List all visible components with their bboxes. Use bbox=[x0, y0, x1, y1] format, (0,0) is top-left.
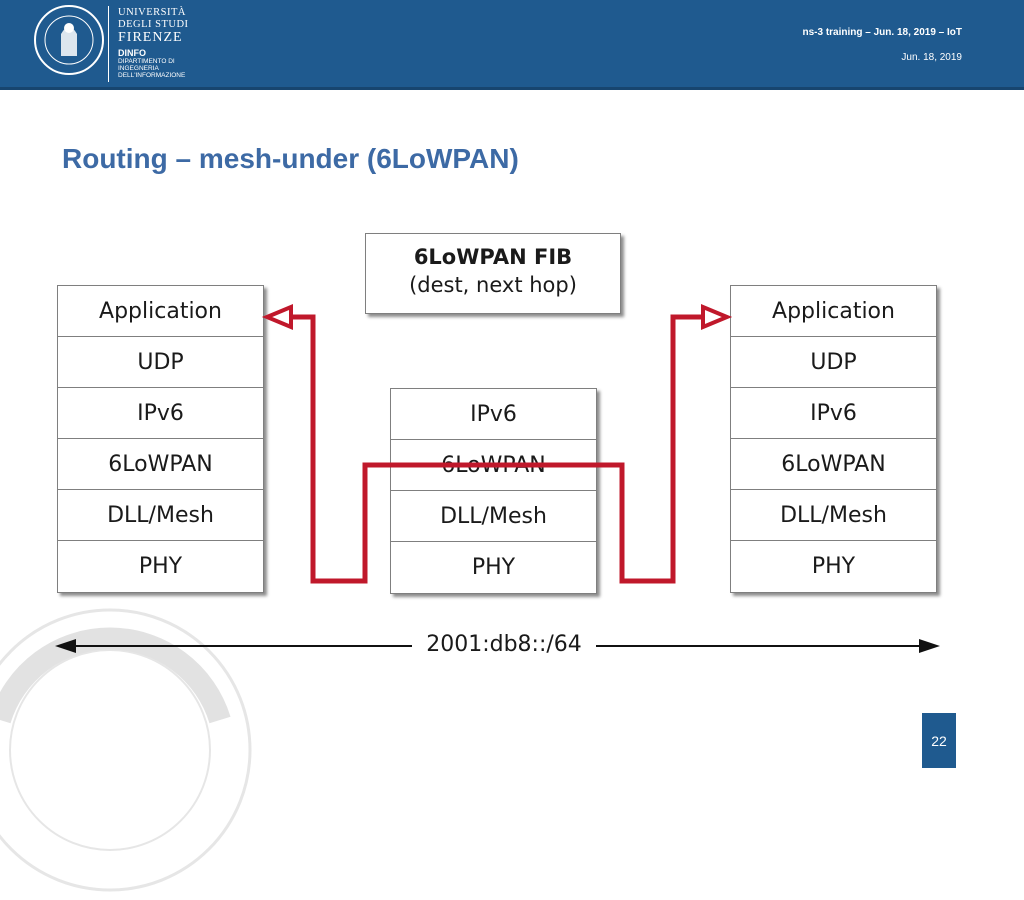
fib-title: 6LoWPAN FIB bbox=[413, 245, 573, 269]
route-arrowhead-left bbox=[261, 304, 293, 330]
layer-udp: UDP bbox=[58, 337, 263, 388]
prefix-arrowhead-left bbox=[55, 639, 76, 653]
university-name-line1: UNIVERSITÀ bbox=[118, 7, 186, 18]
talk-title: ns-3 training – Jun. 18, 2019 – IoT bbox=[802, 27, 963, 38]
layer-dll-mesh: DLL/Mesh bbox=[391, 491, 596, 542]
header-bar: UNIVERSITÀ DEGLI STUDI FIRENZE DINFO DIP… bbox=[0, 0, 1024, 89]
layer-6lowpan: 6LoWPAN bbox=[731, 439, 936, 490]
layer-ipv6: IPv6 bbox=[391, 389, 596, 440]
department-name-line3: DELL'INFORMAZIONE bbox=[118, 72, 186, 79]
layer-application: Application bbox=[58, 286, 263, 337]
stack-left-host: Application UDP IPv6 6LoWPAN DLL/Mesh PH… bbox=[57, 285, 264, 593]
layer-ipv6: IPv6 bbox=[731, 388, 936, 439]
layer-phy: PHY bbox=[471, 555, 516, 580]
layer-ipv6: IPv6 bbox=[58, 388, 263, 439]
stack-right-host: Application UDP IPv6 6LoWPAN DLL/Mesh PH… bbox=[730, 285, 937, 593]
layer-application: Application bbox=[731, 286, 936, 337]
route-arrowhead-right bbox=[701, 304, 733, 330]
page-number: 22 bbox=[922, 713, 956, 768]
prefix-arrowhead-right bbox=[919, 639, 940, 653]
university-name-line2: DEGLI STUDI bbox=[118, 19, 189, 30]
header-divider bbox=[0, 87, 1024, 90]
packet-route-path bbox=[287, 314, 709, 584]
department-name-line2: INGEGNERIA bbox=[118, 65, 159, 72]
layer-6lowpan: 6LoWPAN bbox=[58, 439, 263, 490]
layer-phy: PHY bbox=[138, 554, 183, 579]
department-name-line1: DIPARTIMENTO DI bbox=[118, 58, 175, 65]
layer-dll-mesh: DLL/Mesh bbox=[58, 490, 263, 541]
talk-date: Jun. 18, 2019 bbox=[901, 52, 962, 63]
fib-box: 6LoWPAN FIB (dest, next hop) bbox=[365, 233, 621, 314]
department-acronym: DINFO bbox=[118, 48, 146, 58]
network-prefix-label: 2001:db8::/64 bbox=[412, 632, 596, 657]
university-name-line3: FIRENZE bbox=[118, 30, 183, 45]
layer-phy: PHY bbox=[811, 554, 856, 579]
layer-udp: UDP bbox=[731, 337, 936, 388]
stack-middle-router: IPv6 6LoWPAN DLL/Mesh PHY bbox=[390, 388, 597, 594]
fib-subtitle: (dest, next hop) bbox=[409, 273, 577, 297]
university-seal-icon bbox=[34, 5, 104, 75]
logo-divider bbox=[108, 6, 109, 82]
layer-dll-mesh: DLL/Mesh bbox=[731, 490, 936, 541]
slide-title: Routing – mesh-under (6LoWPAN) bbox=[62, 143, 519, 174]
